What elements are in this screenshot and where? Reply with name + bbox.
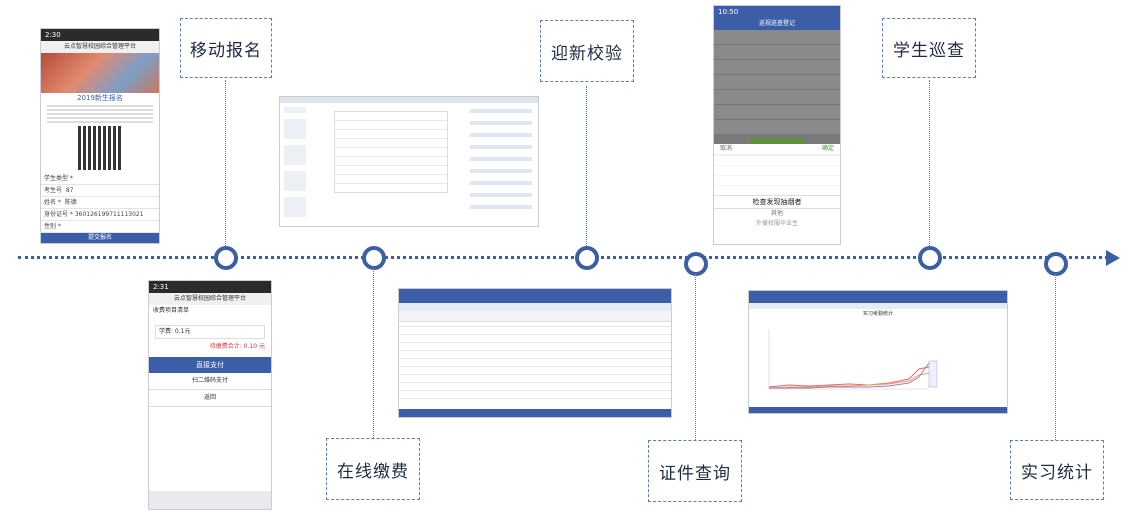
label-internship-stats: 实习统计 [1010,440,1104,500]
app-toolbar [399,289,671,303]
picker-option[interactable]: 外援校服毕业生 [755,220,798,227]
connector-student-patrol [929,80,930,246]
picker-options[interactable] [714,155,840,195]
filter-bar[interactable] [399,311,671,322]
phone-nav-bar [149,491,271,509]
status-bar [399,409,671,417]
app-title: 云点智慧校园综合管理平台 [41,41,159,53]
form-row[interactable]: 姓名 * 陈德 [41,197,159,209]
label-mobile-signup: 移动报名 [180,18,272,78]
series-line [768,366,930,388]
screenshot-certificate-query [398,288,672,418]
status-bar: 2:31 [149,281,271,293]
connector-internship-stats [1055,274,1056,440]
confirm-button[interactable]: 确定 [821,145,834,152]
fee-item[interactable]: 学费: 0.1元 [155,325,265,339]
cancel-button[interactable]: 取消 [720,145,733,152]
screenshot-mobile-signup: 2:30 云点智慧校园综合管理平台 2019新生报名 学生类型 * 考生号 87… [40,28,160,244]
node-mobile-signup [214,246,238,270]
series-line [769,362,930,389]
side-thumbnails [284,107,306,217]
connector-certificate-query [695,274,696,440]
label-new-student-check: 迎新校验 [540,20,634,82]
app-title: 云点智慧校园综合管理平台 [149,293,271,305]
data-table[interactable] [399,322,671,406]
tooltip-box [928,360,938,388]
label-certificate-query: 证件查询 [648,440,742,502]
label-online-payment: 在线缴费 [326,438,420,500]
qr-code-icon [78,126,122,170]
action-panel[interactable] [470,107,532,217]
node-new-student-check [575,246,599,270]
timeline-arrow-icon [1106,250,1120,266]
form-row[interactable]: 考生号 87 [41,185,159,197]
patrol-form[interactable] [714,30,840,134]
pay-now-button[interactable]: 直接支付 [149,357,271,373]
screenshot-online-payment: 2:31 云点智慧校园综合管理平台 收费项目清单 学费: 0.1元 待缴费合计:… [148,280,272,510]
scan-qr-pay-button[interactable]: 扫二维码支付 [149,373,271,390]
status-bar: 10:50 [714,6,840,18]
chart-title: 实习考勤统计 [862,311,893,317]
form-row[interactable]: 性别 * [41,221,159,233]
screenshot-student-patrol: 10:50 巡视巡查登记 取消 确定 检查发现抽烟者 其他 外援校服毕业生 [713,5,841,245]
node-internship-stats [1044,252,1068,276]
node-student-patrol [918,246,942,270]
connector-online-payment [373,268,374,438]
form-row[interactable]: 身份证号 * 360126199711113021 [41,209,159,221]
screenshot-new-student-check [279,96,539,227]
tab-bar [749,303,1007,309]
banner-image [41,53,159,93]
notice-text [47,103,153,123]
node-online-payment [362,246,386,270]
status-bar [749,407,1007,413]
banner-title: 2019新生报名 [77,94,123,102]
submit-button[interactable]: 提交报名 [41,233,159,243]
series-line [768,372,930,389]
fee-total: 待缴费合计: 0.10 元 [209,343,265,350]
back-button[interactable]: 返回 [149,390,271,407]
window-titlebar [280,97,538,103]
label-student-patrol: 学生巡查 [882,18,976,78]
status-bar: 2:30 [41,29,159,41]
timeline-line [18,256,1114,259]
app-toolbar [749,291,1007,303]
page-title: 巡视巡查登记 [714,18,840,30]
form-row[interactable]: 学生类型 * [41,173,159,185]
connector-mobile-signup [225,80,226,246]
line-chart [768,329,938,390]
tab-bar [399,303,671,311]
picker-selected: 检查发现抽烟者 [714,195,840,209]
picker-option[interactable]: 其他 [770,210,783,217]
connector-new-student-check [586,86,587,246]
screenshot-internship-stats: 实习考勤统计 [748,290,1008,414]
student-info-form[interactable] [334,111,448,193]
option-picker[interactable]: 取消 确定 检查发现抽烟者 其他 外援校服毕业生 [714,144,840,244]
node-certificate-query [684,252,708,276]
fee-list-title: 收费项目清单 [153,307,190,314]
